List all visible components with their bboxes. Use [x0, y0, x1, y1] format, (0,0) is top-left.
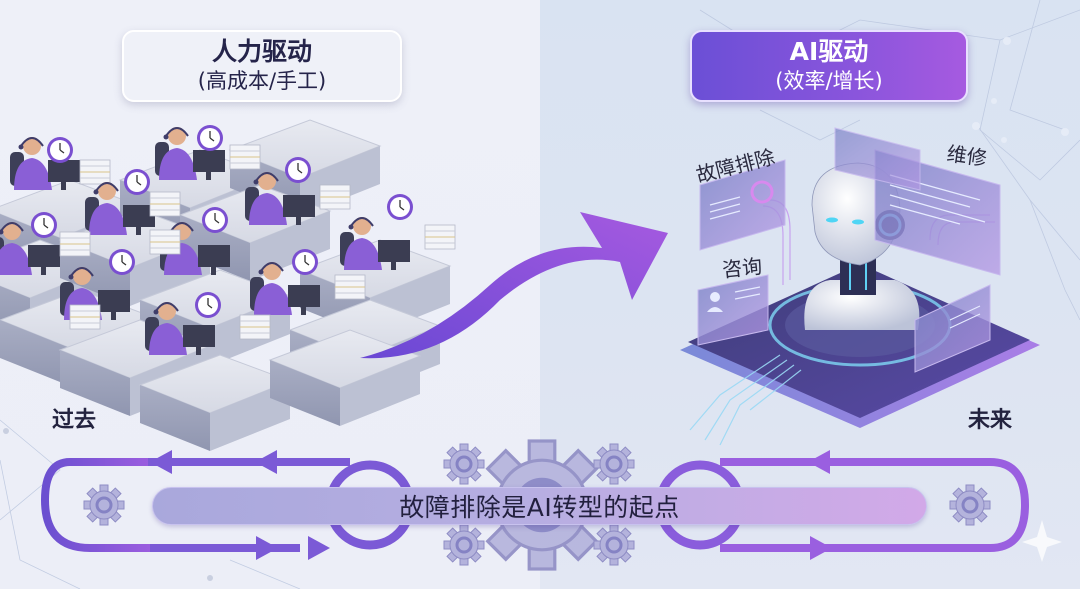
title-human-driven: 人力驱动 (高成本/手工): [122, 30, 402, 102]
era-label-future: 未来: [968, 408, 1013, 433]
gear-icon: [442, 523, 486, 567]
screen-repair: [834, 127, 1001, 276]
label-repair: 维修: [945, 141, 989, 171]
screen-tools: [914, 284, 991, 373]
arrow-icon: [360, 212, 668, 359]
title-ai-driven: AI驱动 (效率/增长): [690, 30, 968, 102]
screen-consulting: [697, 274, 769, 346]
gear-icon: [592, 523, 636, 567]
title-left-main: 人力驱动: [211, 37, 312, 66]
era-label-past: 过去: [52, 408, 97, 433]
sparkle-icon: [1022, 520, 1062, 562]
title-right-main: AI驱动: [789, 37, 869, 66]
gear-icon: [948, 483, 992, 527]
title-right-sub: (效率/增长): [775, 69, 883, 93]
banner: 故障排除是AI转型的起点: [152, 487, 927, 525]
user-icon: [710, 292, 720, 302]
label-consulting: 咨询: [721, 253, 764, 283]
gear-icon: [592, 442, 636, 486]
gear-icon: [442, 442, 486, 486]
screen-troubleshooting: [699, 159, 786, 251]
title-left-sub: (高成本/手工): [197, 69, 327, 93]
gear-icon: [82, 483, 126, 527]
banner-text: 故障排除是AI转型的起点: [399, 493, 680, 522]
